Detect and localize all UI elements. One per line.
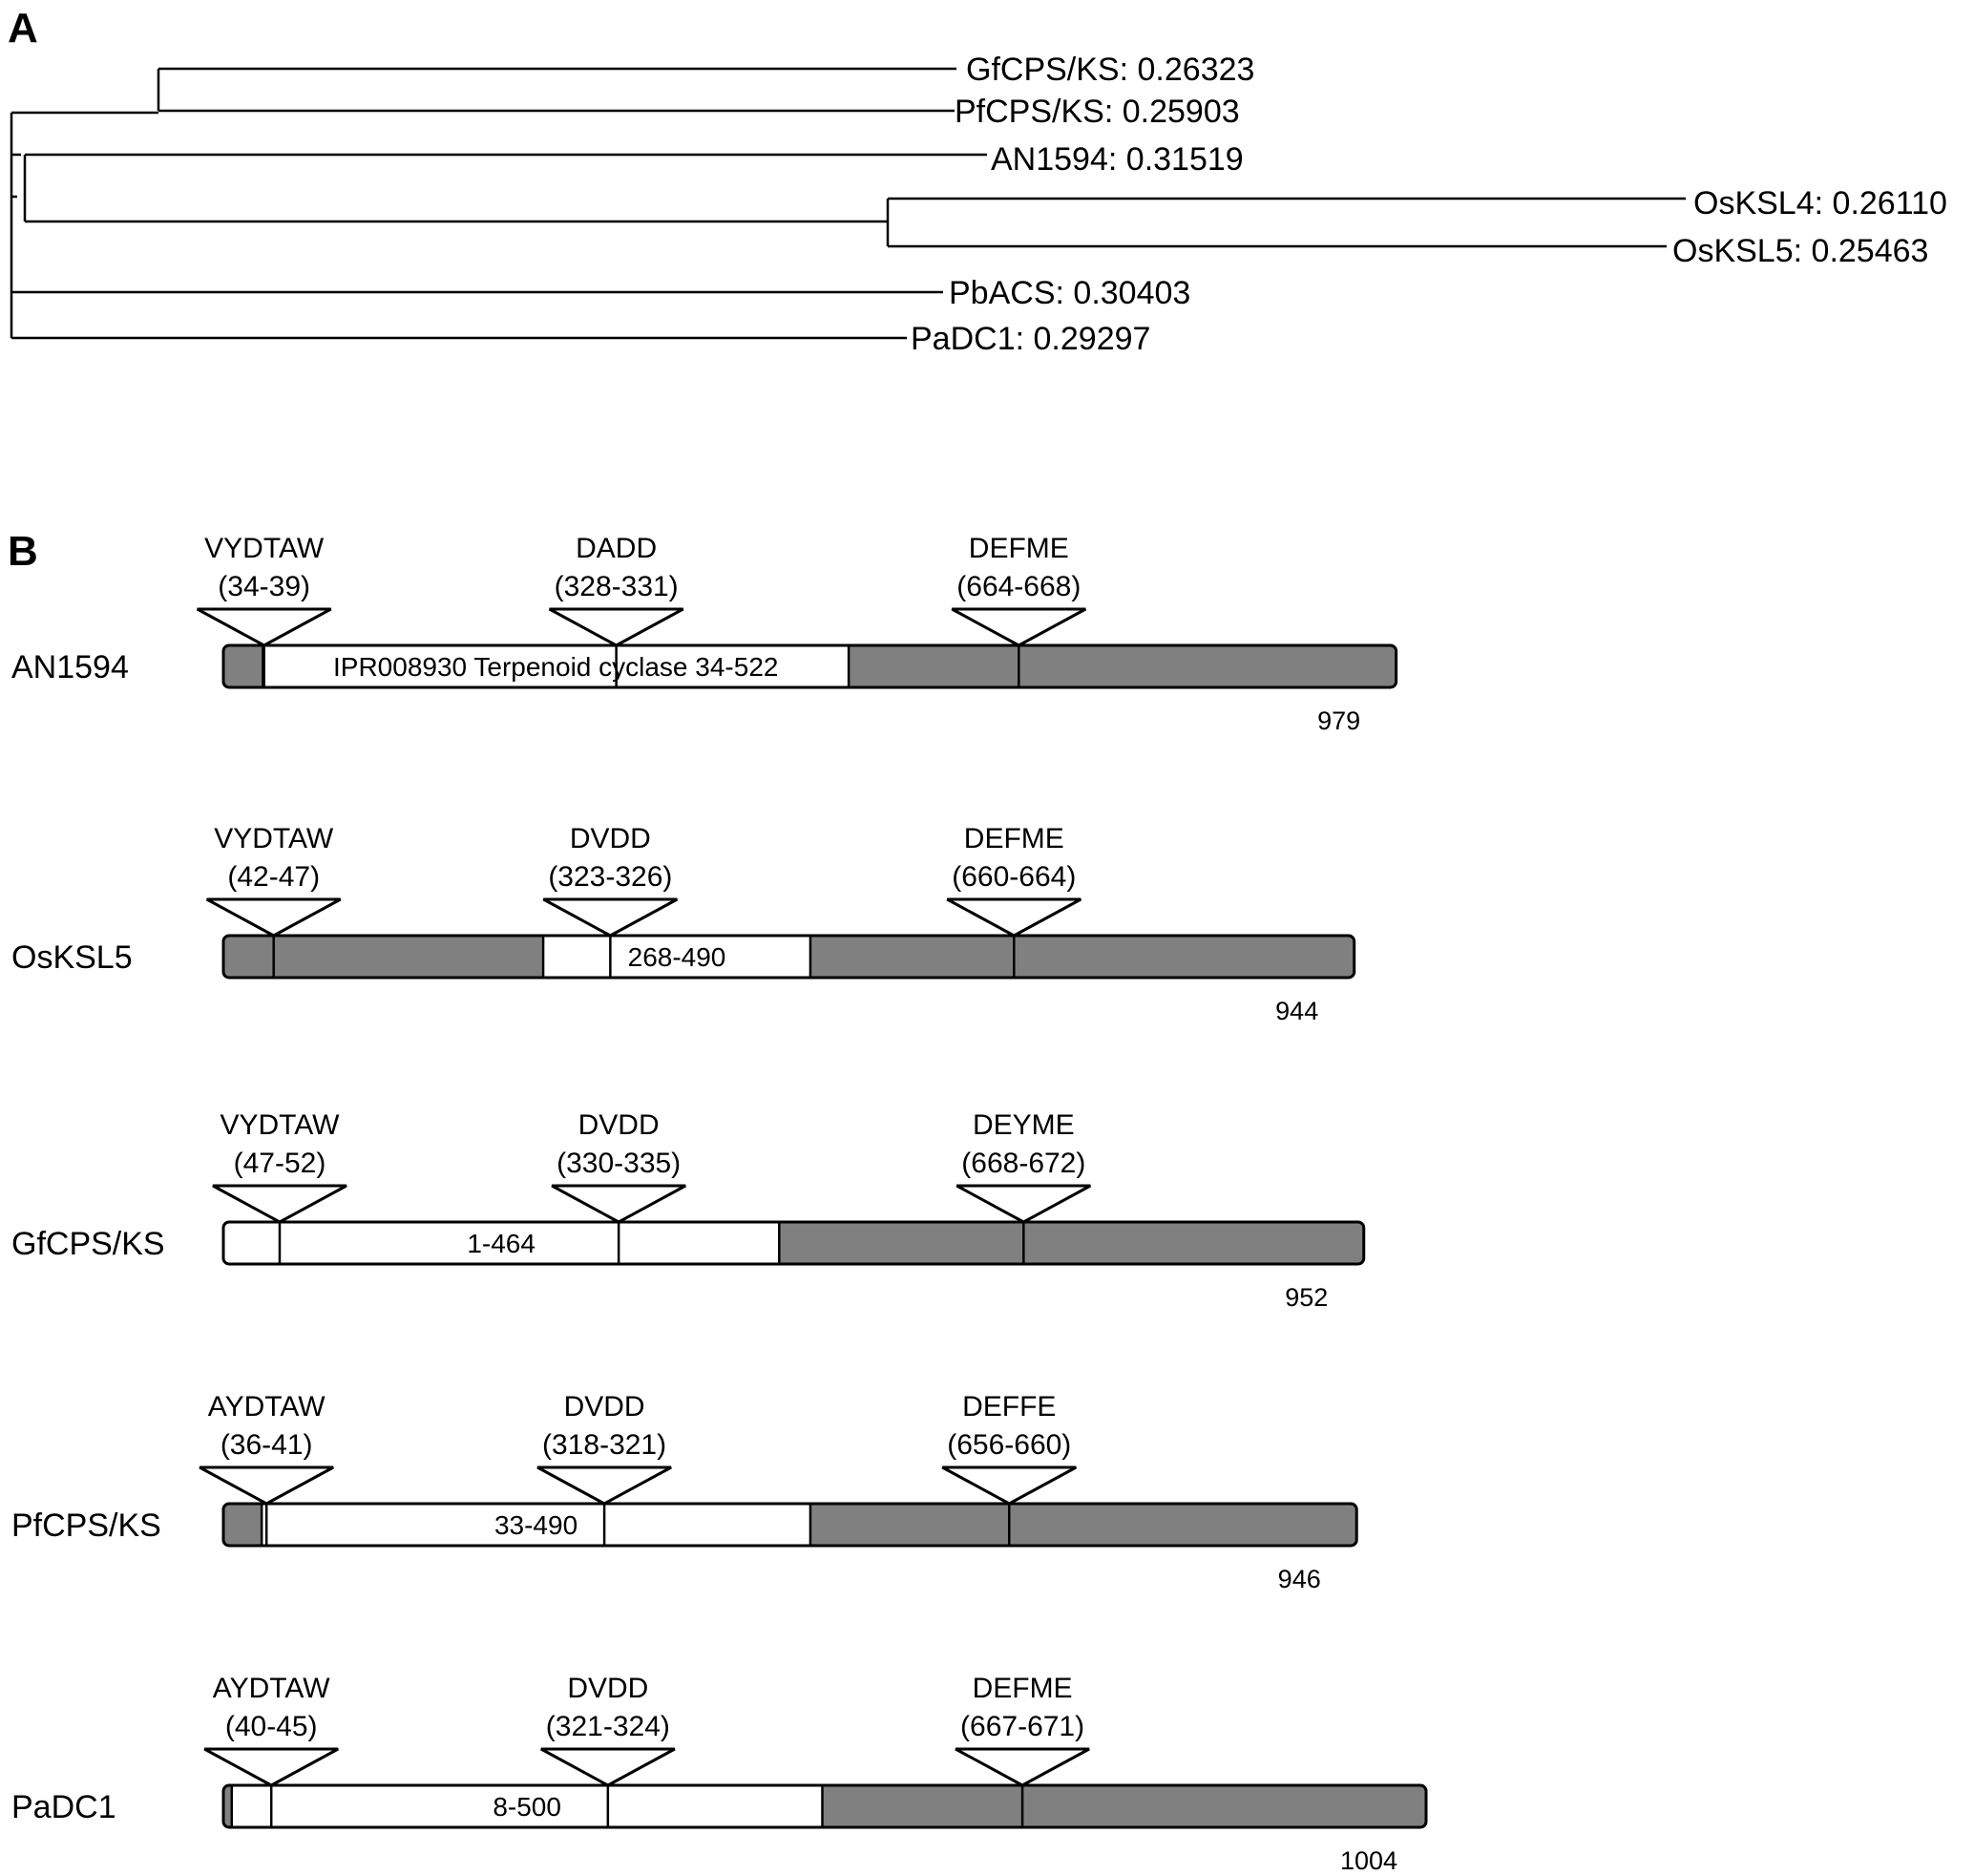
motif-range-label: (36-41) [220,1429,313,1461]
domain-label: 1-464 [467,1229,536,1258]
tree-leaf-label: PaDC1: 0.29297 [911,321,1150,357]
motif-marker-triangle [551,1184,686,1224]
motif-sequence-label: DVDD [567,1673,648,1704]
protein-row-padc1: PaDC1 8-500 1004 AYDTAW (40-45) DVDD (321-324)… [11,1673,1428,1875]
protein-row-an1594: AN1594 IPR008930 Terpenoid cyclase 34-522… [11,533,1398,735]
motif-marker-triangle [956,1184,1092,1224]
tree-leaf-label: PfCPS/KS: 0.25903 [955,94,1240,130]
motif-sequence-label: DVDD [564,1391,645,1423]
motif-range-label: (323-326) [548,861,672,893]
protein-name-label: GfCPS/KS [11,1226,165,1262]
motif-marker-triangle [205,897,342,938]
motif-marker-triangle [955,1747,1090,1787]
motif-range-label: (47-52) [234,1148,326,1179]
tree-leaf-label: PbACS: 0.30403 [949,275,1190,311]
protein-name-label: PaDC1 [11,1789,116,1825]
protein-bar-outline [221,934,1356,980]
domain-label: 33-490 [494,1510,578,1540]
panel-a-label: A [8,5,38,52]
protein-name-label: PfCPS/KS [11,1507,161,1544]
protein-length-label: 946 [1278,1565,1321,1593]
motif-sequence-label: DEFFE [962,1391,1056,1423]
protein-rows: AN1594 IPR008930 Terpenoid cyclase 34-522… [11,533,1428,1875]
motif-marker-triangle [196,607,332,647]
motif-marker-triangle [542,897,679,938]
domain-region [223,1222,780,1264]
motif-range-label: (664-668) [956,571,1081,602]
tree-leaf-labels: GfCPS/KS: 0.26323 PfCPS/KS: 0.25903 AN15… [911,52,1947,357]
domain-label: 8-500 [493,1792,561,1822]
motif-range-label: (668-672) [961,1148,1085,1179]
motif-sequence-label: VYDTAW [220,1109,340,1141]
domain-region [262,1504,810,1546]
panel-b-label: B [8,528,38,575]
motif-sequence-label: DEFME [973,1673,1073,1704]
tree-leaf-label: GfCPS/KS: 0.26323 [966,52,1254,88]
panel-b-domain-diagram: B AN1594 IPR008930 Terpenoid cyclase 34-5… [8,528,1428,1875]
tree-leaf-label: OsKSL5: 0.25463 [1672,233,1928,269]
protein-bar-outline [221,1783,1428,1829]
motif-sequence-label: DEFME [969,533,1069,564]
motif-sequence-label: VYDTAW [204,533,325,564]
motif-sequence-label: DEYME [973,1109,1075,1141]
protein-length-label: 979 [1317,706,1360,735]
motif-range-label: (667-671) [960,1711,1084,1742]
domain-region [262,645,850,687]
motif-sequence-label: AYDTAW [208,1391,326,1423]
domain-region [231,1785,823,1827]
motif-marker-triangle [203,1747,339,1787]
protein-length-label: 952 [1285,1283,1328,1312]
tree-branches [10,67,1686,340]
motif-range-label: (656-660) [947,1429,1071,1461]
motif-marker-triangle [212,1184,347,1224]
protein-row-pfcps-ks: PfCPS/KS 33-490 946 AYDTAW (36-41) DVDD (318-3… [11,1391,1358,1593]
tree-leaf-label: AN1594: 0.31519 [991,141,1244,178]
motif-marker-triangle [941,1465,1077,1506]
motif-marker-triangle [946,897,1082,938]
domain-label: IPR008930 Terpenoid cyclase 34-522 [333,652,778,682]
motif-range-label: (42-47) [227,861,320,893]
motif-marker-triangle [548,607,684,647]
motif-marker-triangle [536,1465,672,1506]
motif-marker-triangle [540,1747,676,1787]
tree-leaf-label: OsKSL4: 0.26110 [1693,185,1947,221]
motif-range-label: (318-321) [542,1429,666,1461]
motif-sequence-label: DADD [576,533,657,564]
protein-bar-outline [221,1220,1366,1266]
protein-name-label: AN1594 [11,649,129,685]
protein-bar-outline [221,1502,1358,1548]
motif-range-label: (330-335) [556,1148,681,1179]
protein-length-label: 1004 [1340,1846,1397,1875]
motif-range-label: (34-39) [218,571,310,602]
protein-row-gfcps-ks: GfCPS/KS 1-464 952 VYDTAW (47-52) DVDD (330-33… [11,1109,1366,1312]
motif-range-label: (40-45) [225,1711,318,1742]
motif-marker-triangle [199,1465,334,1506]
panel-a-phylogenetic-tree: A GfCPS/KS: 0.26323 [8,5,1947,357]
protein-length-label: 944 [1275,997,1318,1025]
motif-sequence-label: DVDD [570,823,651,854]
protein-bar-outline [221,643,1398,689]
motif-sequence-label: AYDTAW [213,1673,330,1704]
motif-sequence-label: DVDD [578,1109,660,1141]
motif-range-label: (660-664) [952,861,1076,893]
protein-name-label: OsKSL5 [11,939,133,976]
motif-range-label: (321-324) [546,1711,670,1742]
protein-row-osksl5: OsKSL5 268-490 944 VYDTAW (42-47) DVDD (323-32… [11,823,1356,1025]
motif-sequence-label: VYDTAW [214,823,334,854]
domain-label: 268-490 [628,942,726,972]
motif-sequence-label: DEFME [964,823,1064,854]
motif-range-label: (328-331) [555,571,679,602]
motif-marker-triangle [951,607,1087,647]
domain-region [543,936,810,978]
